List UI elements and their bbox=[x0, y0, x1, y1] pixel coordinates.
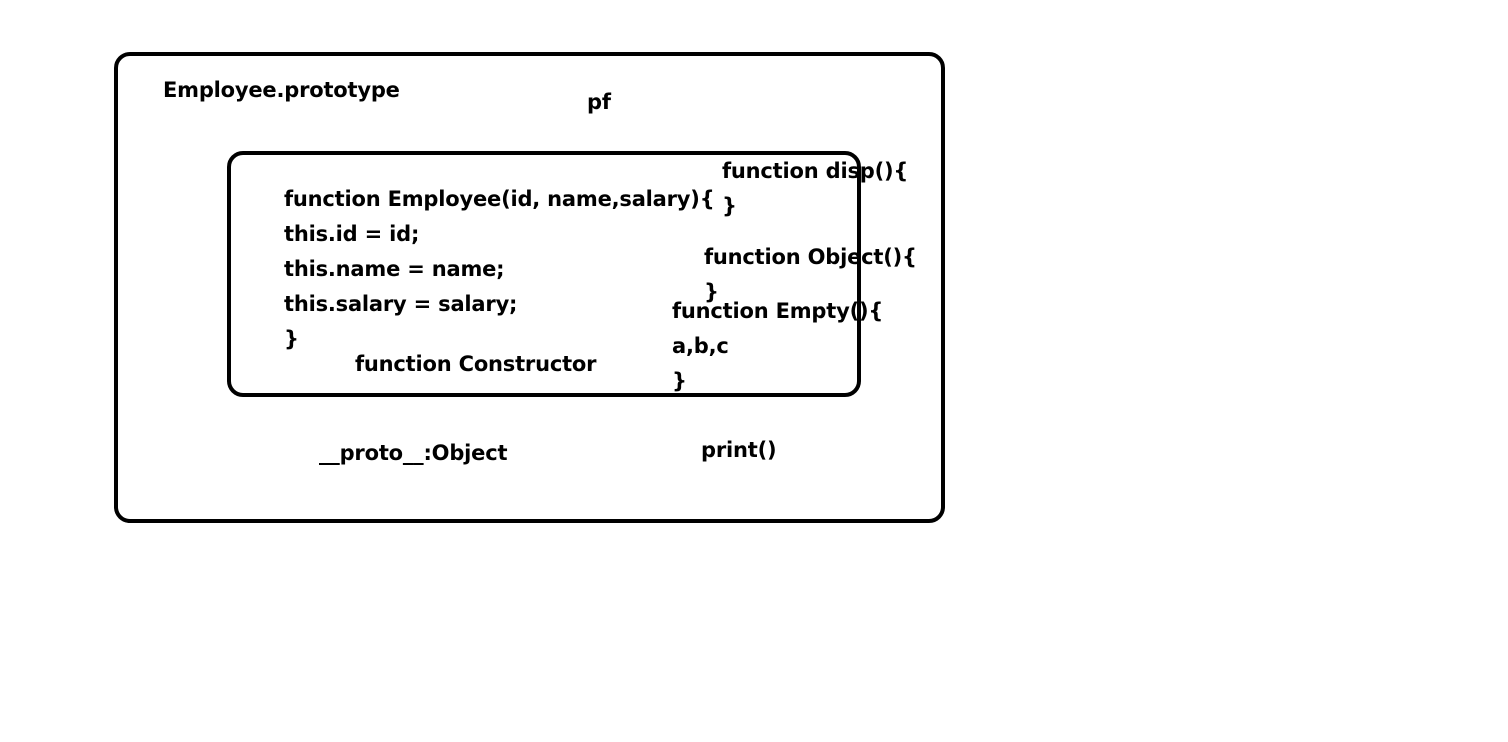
proto-label: __proto__:Object bbox=[319, 441, 508, 465]
employee-prototype-title: Employee.prototype bbox=[163, 78, 400, 102]
code-line: this.salary = salary; bbox=[284, 292, 518, 316]
print-label: print() bbox=[701, 438, 777, 462]
code-line: function Employee(id, name,salary){ bbox=[284, 187, 715, 211]
code-line: a,b,c bbox=[672, 334, 729, 358]
code-line: } bbox=[722, 194, 737, 218]
code-line: function disp(){ bbox=[722, 159, 909, 183]
disp-function: function disp(){} bbox=[722, 154, 908, 224]
empty-function: function Empty(){ a,b,c} bbox=[672, 294, 883, 399]
code-line: function Object(){ bbox=[704, 245, 917, 269]
code-line: function Empty(){ bbox=[672, 299, 884, 323]
code-line: } bbox=[704, 280, 719, 304]
constructor-box bbox=[227, 151, 861, 397]
object-function: function Object(){} bbox=[704, 240, 917, 310]
code-line: } bbox=[672, 369, 687, 393]
constructor-code: function Employee(id, name,salary){ this.… bbox=[284, 182, 715, 357]
code-line: } bbox=[284, 327, 299, 351]
employee-prototype-box bbox=[114, 52, 945, 523]
code-line: this.name = name; bbox=[284, 257, 505, 281]
code-line: this.id = id; bbox=[284, 222, 420, 246]
pf-label: pf bbox=[587, 90, 611, 114]
constructor-caption: function Constructor bbox=[355, 352, 597, 376]
